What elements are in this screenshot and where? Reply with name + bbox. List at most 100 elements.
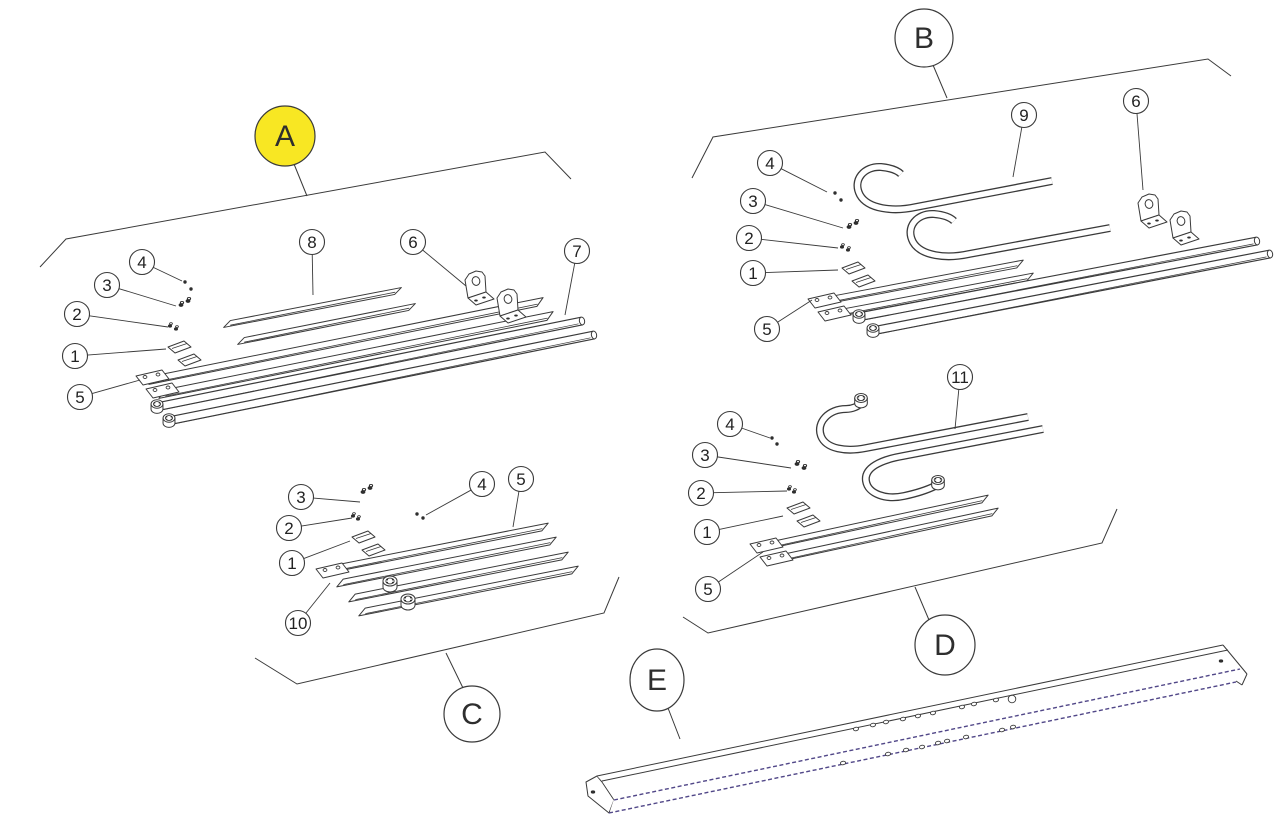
callout-number: 2 [72,305,81,324]
callout-number: 3 [296,488,305,507]
callout-number: 9 [1019,106,1028,125]
callout-circle[interactable] [287,483,315,511]
callout-C-4[interactable]: 4 [425,470,496,516]
callout-A-5[interactable]: 5 [66,379,141,411]
part-rivet-dots [833,191,843,202]
section-badge-circle[interactable] [914,614,976,676]
callout-B-5[interactable]: 5 [753,299,813,343]
callout-circle[interactable] [278,549,306,577]
callout-A-6[interactable]: 6 [399,228,467,287]
callout-D-2[interactable]: 2 [687,479,788,507]
part-bar-end-plate [759,550,794,567]
callout-B-9[interactable]: 9 [1010,101,1038,178]
callout-circle[interactable] [687,479,715,507]
callout-circle[interactable] [507,465,535,493]
section-boundary [682,508,1118,634]
callout-number: 4 [477,475,486,494]
callout-circle[interactable] [66,383,94,411]
section-letter: B [914,22,934,55]
section-badge-C[interactable]: C [443,652,501,743]
callout-circle[interactable] [716,410,744,438]
part-strip-bar [237,303,416,345]
callout-C-1[interactable]: 1 [278,540,351,577]
callout-B-3[interactable]: 3 [739,187,844,229]
callout-circle[interactable] [63,300,91,328]
callout-A-1[interactable]: 1 [61,342,167,370]
callout-circle[interactable] [1010,101,1038,129]
callout-circle[interactable] [694,575,722,603]
callout-number: 7 [572,242,581,261]
section-badge-circle[interactable] [629,648,685,712]
callout-D-5[interactable]: 5 [694,551,764,603]
callout-circle[interactable] [563,237,591,265]
section-badge-circle[interactable] [894,8,954,68]
callout-circle[interactable] [756,149,784,177]
callout-C-5[interactable]: 5 [507,465,535,528]
section-badge-A[interactable]: A [254,105,316,197]
callout-circle[interactable] [693,518,721,546]
callout-C-3[interactable]: 3 [287,483,361,511]
part-clamp-plates [841,261,876,288]
callout-D-3[interactable]: 3 [691,441,792,469]
callout-circle[interactable] [753,315,781,343]
callout-D-11[interactable]: 11 [946,363,974,430]
part-socket-fitting [854,393,868,409]
section-badge-B[interactable]: B [894,8,954,99]
section-letter: A [275,120,295,153]
part-rivet-dots [415,512,425,520]
section-badge-circle[interactable] [443,685,501,743]
callout-number: 10 [289,614,308,633]
callout-D-4[interactable]: 4 [716,410,771,439]
part-l-bracket [1169,210,1200,246]
callout-number: 5 [516,470,525,489]
callout-B-6[interactable]: 6 [1122,87,1150,191]
section-boundary [39,151,572,268]
callout-circle[interactable] [1122,87,1150,115]
callout-D-1[interactable]: 1 [693,515,784,546]
section-D: 11 43 2 1 5 D [682,363,1118,676]
callout-A-8[interactable]: 8 [298,228,326,296]
callout-circle[interactable] [298,228,326,256]
callout-number: 5 [703,580,712,599]
callout-circle[interactable] [275,514,303,542]
callout-circle[interactable] [399,228,427,256]
section-badge-D[interactable]: D [914,586,976,676]
callout-number: 1 [748,264,757,283]
callout-A-2[interactable]: 2 [63,300,169,328]
section-boundary [691,58,1232,179]
callout-circle[interactable] [468,470,496,498]
part-rivet-dots [183,280,193,291]
part-set-screws [839,243,851,252]
section-badge-circle-highlighted[interactable] [254,105,316,167]
callout-A-7[interactable]: 7 [563,237,591,316]
callout-B-1[interactable]: 1 [739,259,839,287]
callout-B-2[interactable]: 2 [735,224,839,252]
callout-B-4[interactable]: 4 [756,149,828,193]
part-round-tube [150,316,586,414]
part-mount-bar [336,536,557,588]
section-C: 3 2 1 10 4 5C [254,465,620,743]
callout-circle[interactable] [93,271,121,299]
callout-circle[interactable] [739,187,767,215]
section-E: E [585,644,1248,814]
callout-C-10[interactable]: 10 [284,582,331,637]
callout-circle[interactable] [61,342,89,370]
callout-circle[interactable] [735,224,763,252]
part-s-tube-strap [861,425,1044,502]
callout-circle[interactable] [691,441,719,469]
part-set-screws [178,297,192,307]
callout-A-3[interactable]: 3 [93,271,177,307]
section-badge-E[interactable]: E [629,648,685,740]
callout-number: 1 [287,554,296,573]
callout-circle[interactable] [739,259,767,287]
callout-C-2[interactable]: 2 [275,514,353,542]
callout-circle[interactable] [284,609,312,637]
part-round-tube [162,330,598,428]
callout-A-4[interactable]: 4 [128,248,183,282]
callout-circle[interactable] [128,248,156,276]
part-set-screws [360,484,374,494]
part-j-hook-strap [853,163,1053,214]
callout-circle[interactable] [946,363,974,391]
section-A: 432 1 5 8 6 7 A [39,105,598,428]
part-socket-fitting [866,323,880,338]
